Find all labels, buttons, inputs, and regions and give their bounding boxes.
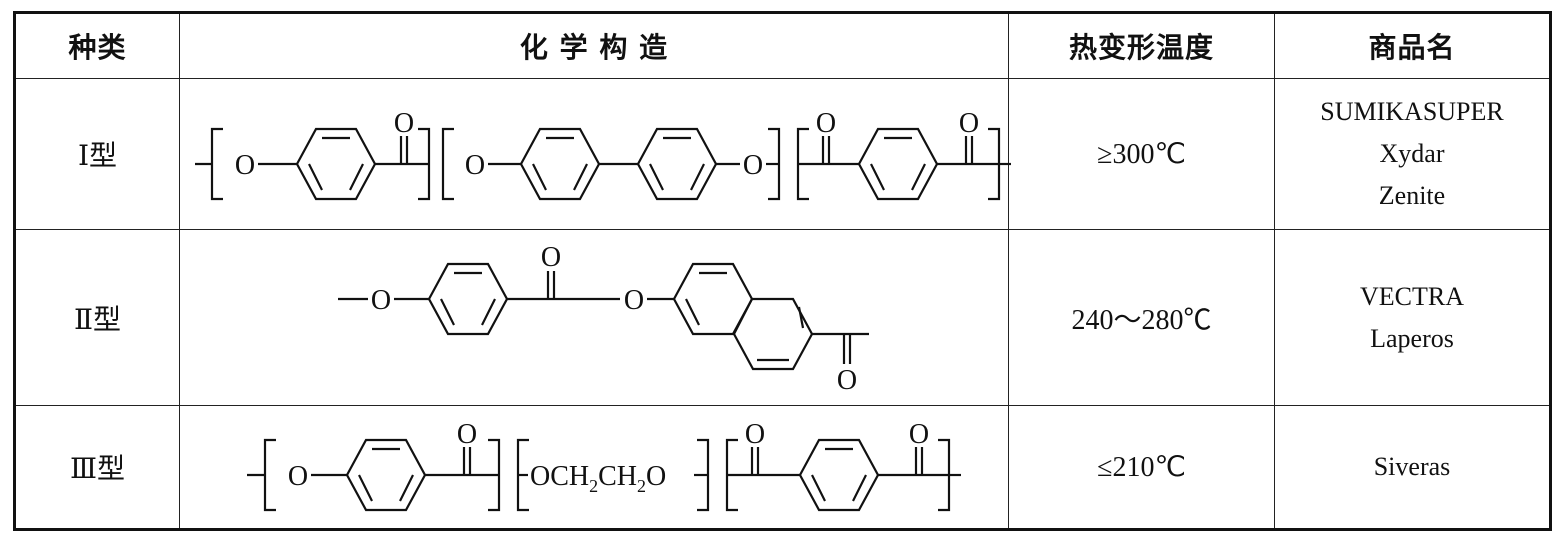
- polymer-type-table: 种类 化 学 构 造 热变形温度 商品名 Ⅰ型 O O: [13, 11, 1552, 531]
- ether-oxygen-label: O: [371, 285, 391, 316]
- structure-cell: O O O: [179, 78, 1011, 230]
- trade-names: Siveras: [1274, 405, 1552, 531]
- trade-names: VECTRA Laperos: [1274, 229, 1552, 406]
- carbonyl-oxygen-label: O: [909, 419, 929, 450]
- header-trade-name: 商品名: [1274, 11, 1552, 79]
- structure-diagram-type-3: O O OCH2CH2O O: [247, 419, 961, 511]
- heat-deflection-temp: ≥300℃: [1008, 78, 1275, 230]
- trade-name: Xydar: [1379, 139, 1445, 168]
- ether-oxygen-label: O: [465, 150, 485, 181]
- header-hdt: 热变形温度: [1008, 11, 1275, 79]
- trade-name: Siveras: [1373, 452, 1451, 481]
- trade-name: SUMIKASUPER: [1320, 97, 1504, 126]
- type-label: Ⅰ型: [13, 78, 180, 230]
- table-row: Ⅱ型 O O O: [13, 229, 1552, 406]
- carbonyl-oxygen-label: O: [745, 419, 765, 450]
- structure-diagram-type-2: O O O O: [338, 242, 869, 396]
- table-row: Ⅲ型 O O OCH2CH2O: [13, 405, 1552, 531]
- heat-deflection-temp: ≤210℃: [1008, 405, 1275, 531]
- carbonyl-oxygen-label: O: [959, 108, 979, 139]
- ether-oxygen-label: O: [624, 285, 644, 316]
- table-row: Ⅰ型 O O O: [13, 78, 1552, 230]
- ether-oxygen-label: O: [743, 150, 763, 181]
- structure-cell: O O OCH2CH2O O: [179, 405, 1009, 531]
- carbonyl-oxygen-label: O: [837, 365, 857, 396]
- header-structure: 化 学 构 造: [179, 11, 1009, 79]
- carbonyl-oxygen-label: O: [816, 108, 836, 139]
- header-row: 种类 化 学 构 造 热变形温度 商品名: [13, 11, 1552, 79]
- structure-diagram-type-1: O O O: [195, 108, 1011, 201]
- header-kind: 种类: [13, 11, 180, 79]
- carbonyl-oxygen-label: O: [394, 108, 414, 139]
- carbonyl-oxygen-label: O: [541, 242, 561, 273]
- type-label: Ⅲ型: [13, 405, 180, 531]
- trade-name: VECTRA: [1360, 281, 1464, 311]
- glycol-unit-label: OCH2CH2O: [530, 461, 666, 496]
- trade-name: Laperos: [1370, 323, 1454, 353]
- type-label: Ⅱ型: [13, 229, 180, 406]
- trade-names: SUMIKASUPER Xydar Zenite: [1274, 78, 1552, 230]
- ether-oxygen-label: O: [235, 150, 255, 181]
- heat-deflection-temp: 240～280℃: [1008, 229, 1275, 406]
- ether-oxygen-label: O: [288, 461, 308, 492]
- carbonyl-oxygen-label: O: [457, 419, 477, 450]
- trade-name: Zenite: [1378, 181, 1446, 210]
- structure-cell: O O O O: [179, 229, 1009, 406]
